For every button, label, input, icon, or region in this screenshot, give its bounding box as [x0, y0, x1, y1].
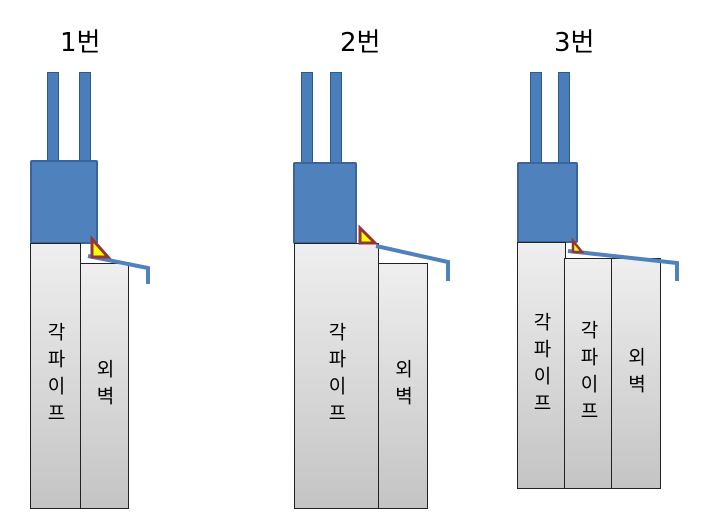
- wall-label: 외벽: [624, 346, 647, 401]
- outer-wall: 외벽: [80, 263, 129, 509]
- diagram-2-title: 2번: [340, 28, 381, 58]
- diagram-1-title: 1번: [60, 28, 101, 58]
- square-pipe-2: 각파이프: [564, 258, 613, 489]
- pipe-label: 각파이프: [325, 322, 347, 430]
- wall-label: 외벽: [93, 359, 115, 413]
- square-pipe: 각파이프: [30, 243, 81, 509]
- pipe-label: 각파이프: [577, 319, 599, 428]
- pipe-label: 각파이프: [530, 311, 552, 420]
- guide-line: [87, 254, 150, 284]
- tool-block: [293, 162, 357, 244]
- pipe-label: 각파이프: [44, 322, 66, 430]
- square-pipe: 각파이프: [294, 243, 379, 509]
- guide-line: [375, 244, 450, 281]
- wall-label: 외벽: [391, 359, 414, 413]
- diagram-3-title: 3번: [554, 28, 595, 58]
- square-pipe: 각파이프: [517, 242, 566, 489]
- marker-triangle: [90, 235, 112, 259]
- guide-line: [567, 249, 679, 281]
- tool-block: [517, 162, 578, 243]
- marker-triangle: [571, 237, 585, 254]
- outer-wall: 외벽: [611, 258, 661, 489]
- marker-triangle: [358, 224, 379, 245]
- outer-wall: 외벽: [378, 263, 428, 509]
